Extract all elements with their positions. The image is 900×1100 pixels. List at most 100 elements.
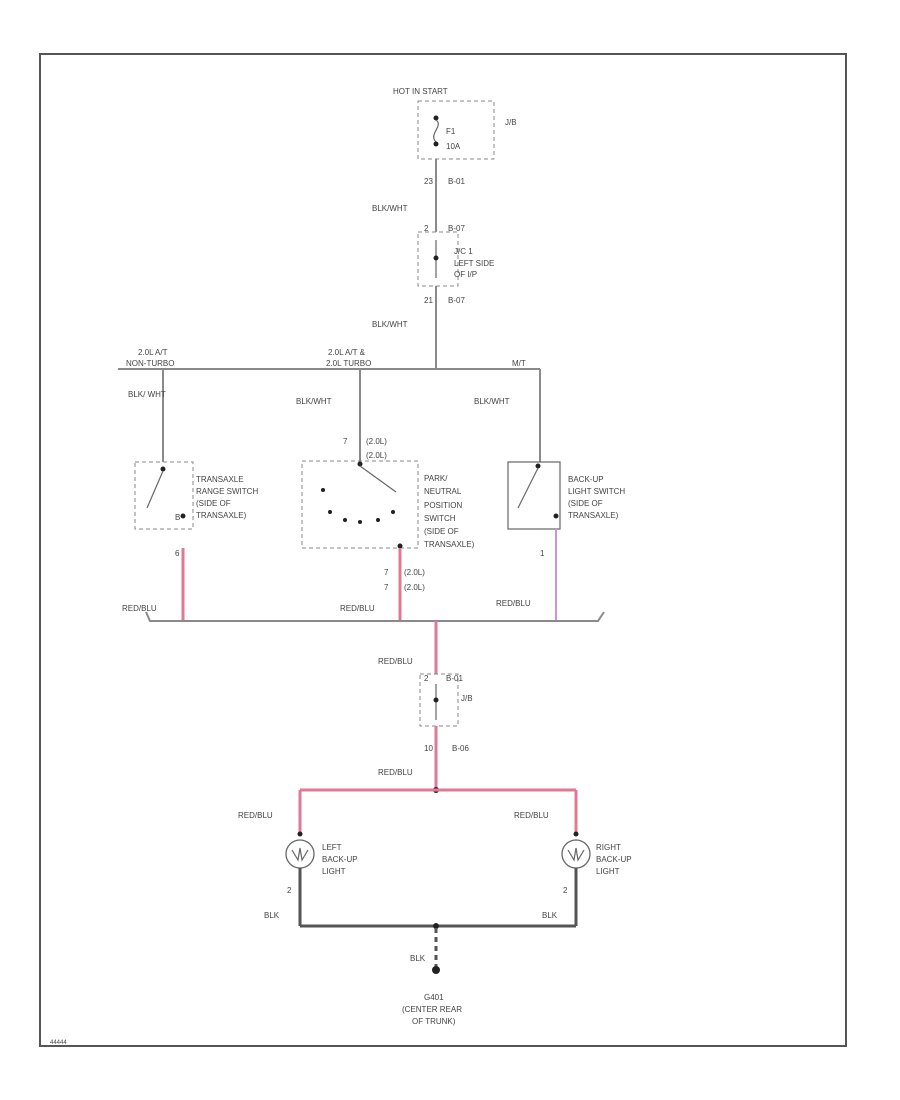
- branch-a-line2: NON-TURBO: [126, 359, 174, 368]
- park-pin-out1: 7: [384, 568, 389, 577]
- jb2-node: [433, 697, 439, 703]
- left-light-line3: LIGHT: [322, 867, 346, 876]
- backup-switch-line3: (SIDE OF: [568, 499, 603, 508]
- jc1-loc1: LEFT SIDE: [454, 259, 494, 268]
- right-light-terminal: [573, 831, 579, 837]
- left-light-line2: BACK-UP: [322, 855, 358, 864]
- jb-out-pin: 23: [424, 177, 433, 186]
- ground-name: G401: [424, 993, 444, 1002]
- jb2-box: [419, 673, 459, 727]
- wire-label-blk-right: BLK: [542, 911, 558, 920]
- park-switch-contact-3: [343, 518, 347, 522]
- left-backup-light-bulb: [285, 839, 315, 869]
- park-pin-out2-note: (2.0L): [404, 583, 425, 592]
- left-light-filament: [291, 847, 309, 862]
- park-switch-line1: PARK/: [424, 474, 448, 483]
- wire-label-blk-wht-1: BLK/WHT: [372, 204, 408, 213]
- wire-label-red-blu-4: RED/BLU: [378, 657, 413, 666]
- park-switch-line3: POSITION: [424, 501, 462, 510]
- power-source-label: HOT IN START: [393, 87, 448, 96]
- wire-label-red-blu-2: RED/BLU: [340, 604, 375, 613]
- fuse-label: F1: [446, 127, 456, 136]
- left-light-terminal: [297, 831, 303, 837]
- right-light-pin: 2: [563, 886, 568, 895]
- jb-block-label: J/B: [505, 118, 517, 127]
- park-switch-contact-2: [328, 510, 332, 514]
- range-switch-line4: TRANSAXLE): [196, 511, 247, 520]
- range-switch-box: [134, 461, 194, 530]
- wire-label-blk-ground: BLK: [410, 954, 426, 963]
- park-switch-line4: SWITCH: [424, 514, 456, 523]
- left-light-pin: 2: [287, 886, 292, 895]
- right-backup-light-bulb: [561, 839, 591, 869]
- range-switch-blade: [146, 470, 164, 509]
- right-light-filament: [567, 847, 585, 862]
- park-switch-line2: NEUTRAL: [424, 487, 462, 496]
- right-light-line1: RIGHT: [596, 843, 621, 852]
- park-switch-blade: [359, 465, 397, 493]
- park-switch-contact-5: [376, 518, 380, 522]
- wire-label-blk-wht-c: BLK/WHT: [474, 397, 510, 406]
- park-switch-line5: (SIDE OF: [424, 527, 459, 536]
- park-switch-box: [301, 460, 419, 549]
- jc1-node: [433, 255, 439, 261]
- park-pin-in1: 7: [343, 437, 348, 446]
- fuse-terminal-bottom: [433, 141, 439, 147]
- park-switch-contact-4: [358, 520, 362, 524]
- backup-switch-pin-out: 1: [540, 549, 545, 558]
- wire-label-red-blu-5: RED/BLU: [378, 768, 413, 777]
- jc1-in-conn: B-07: [448, 224, 465, 233]
- jb2-in-conn: B-01: [446, 674, 463, 683]
- fuse-box: [417, 100, 495, 160]
- backup-switch-contact-bottom: [553, 513, 559, 519]
- range-switch-contact-bottom: [180, 513, 186, 519]
- park-pin-in1-note: (2.0L): [366, 437, 387, 446]
- park-switch-contact-out: [397, 543, 403, 549]
- footer-code: 44444: [50, 1040, 67, 1046]
- right-light-line2: BACK-UP: [596, 855, 632, 864]
- jb2-in-pin: 2: [424, 674, 429, 683]
- fuse-rating: 10A: [446, 142, 461, 151]
- range-switch-line2: RANGE SWITCH: [196, 487, 258, 496]
- wire-label-blk-wht-a: BLK/ WHT: [128, 390, 166, 399]
- range-switch-pin-out: B: [175, 513, 180, 522]
- jc1-out-pin: 21: [424, 296, 433, 305]
- branch-c-line1: M/T: [512, 359, 526, 368]
- branch-a-line1: 2.0L A/T: [138, 348, 168, 357]
- branch-b-line2: 2.0L TURBO: [326, 359, 371, 368]
- park-pin-out1-note: (2.0L): [404, 568, 425, 577]
- ground-loc1: (CENTER REAR: [402, 1005, 462, 1014]
- park-switch-line6: TRANSAXLE): [424, 540, 475, 549]
- range-switch-line1: TRANSAXLE: [196, 475, 244, 484]
- left-light-line1: LEFT: [322, 843, 342, 852]
- branch-b-line1: 2.0L A/T &: [328, 348, 366, 357]
- jb-out-conn: B-01: [448, 177, 465, 186]
- jb2-out-conn: B-06: [452, 744, 469, 753]
- park-switch-contact-6: [391, 510, 395, 514]
- wire-label-red-blu-3: RED/BLU: [496, 599, 531, 608]
- wire-label-red-blu-left: RED/BLU: [238, 811, 273, 820]
- range-switch-out-pin: 6: [175, 549, 180, 558]
- backup-switch-blade: [517, 467, 539, 509]
- backup-switch-box: [507, 461, 561, 530]
- jc1-name: J/C 1: [454, 247, 473, 256]
- park-pin-in2-note: (2.0L): [366, 451, 387, 460]
- ground-loc2: OF TRUNK): [412, 1017, 456, 1026]
- fuse-symbol: [433, 119, 439, 143]
- ground-point: [432, 966, 440, 974]
- wire-label-red-blu-right: RED/BLU: [514, 811, 549, 820]
- park-pin-out2: 7: [384, 583, 389, 592]
- jc1-out-conn: B-07: [448, 296, 465, 305]
- jc1-loc2: OF I/P: [454, 270, 477, 279]
- fuse-terminal-top: [433, 115, 439, 121]
- range-switch-contact-top: [160, 466, 166, 472]
- right-light-line3: LIGHT: [596, 867, 620, 876]
- splice-bus: [145, 611, 605, 622]
- backup-switch-line1: BACK-UP: [568, 475, 604, 484]
- wire-label-blk-left: BLK: [264, 911, 280, 920]
- jc1-in-pin: 2: [424, 224, 429, 233]
- wire-label-blk-wht-2: BLK/WHT: [372, 320, 408, 329]
- jb2-out-pin: 10: [424, 744, 433, 753]
- jb2-name: J/B: [461, 694, 473, 703]
- ground-split-node: [433, 923, 439, 929]
